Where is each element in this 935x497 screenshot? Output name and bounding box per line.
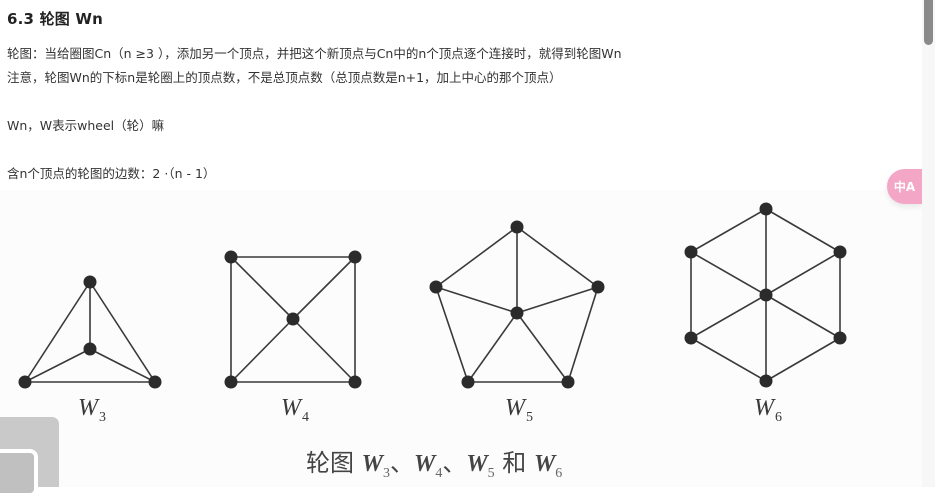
caption-w3-sub: 3 — [382, 466, 390, 481]
label-w5: W5 — [505, 395, 533, 425]
caption-sep: 和 — [494, 449, 534, 477]
caption-w4-sub: 4 — [435, 466, 443, 481]
caption-sep: 、 — [389, 449, 414, 477]
note-paragraph: 注意，轮图Wn的下标n是轮圈上的顶点数，不是总顶点数（总顶点数是n+1，加上中心… — [7, 70, 562, 85]
naming-paragraph: Wn，W表示wheel（轮）嘛 — [7, 118, 165, 133]
wheel-w3-graph — [24, 281, 156, 383]
article-content: 6.3 轮图 Wn 轮图：当给圈图Cn（n ≥3 ），添加另一个顶点，并把这个新… — [0, 10, 922, 497]
wheel-w4-graph — [230, 256, 356, 383]
caption-prefix: 轮图 — [306, 449, 354, 477]
caption-w6-sub: 6 — [555, 466, 563, 481]
translate-button[interactable]: 中A — [887, 169, 922, 204]
wheel-graphs-figure: W3 W4 W5 W6 — [0, 190, 922, 487]
label-w4: W4 — [281, 395, 309, 425]
graph-vertices — [18, 202, 847, 389]
figure-caption: 轮图 W3、W4、W5 和 W6 — [306, 443, 562, 482]
caption-w5: W — [466, 451, 488, 477]
wheel-graphs-diagram — [18, 202, 847, 389]
caption-w5-sub: 5 — [487, 466, 495, 481]
definition-paragraph: 轮图：当给圈图Cn（n ≥3 ），添加另一个顶点，并把这个新顶点与Cn中的n个顶… — [7, 46, 622, 61]
caption-w3: W — [361, 451, 383, 477]
translate-icon: 中A — [893, 180, 916, 194]
edge-count-paragraph: 含n个顶点的轮图的边数：2 ·（n - 1） — [7, 166, 216, 181]
label-w6: W6 — [754, 395, 782, 425]
label-w3: W3 — [78, 395, 106, 425]
scrollbar-thumb[interactable] — [924, 0, 933, 45]
caption-w4: W — [413, 451, 436, 477]
overlay-widget-icon[interactable] — [0, 449, 38, 497]
section-heading: 6.3 轮图 Wn — [7, 10, 104, 28]
caption-sep: 、 — [442, 449, 467, 477]
wheel-w5-graph — [435, 226, 599, 383]
vertical-scrollbar[interactable] — [922, 0, 935, 487]
caption-w6: W — [533, 451, 556, 477]
wheel-w6-graph — [690, 208, 841, 382]
